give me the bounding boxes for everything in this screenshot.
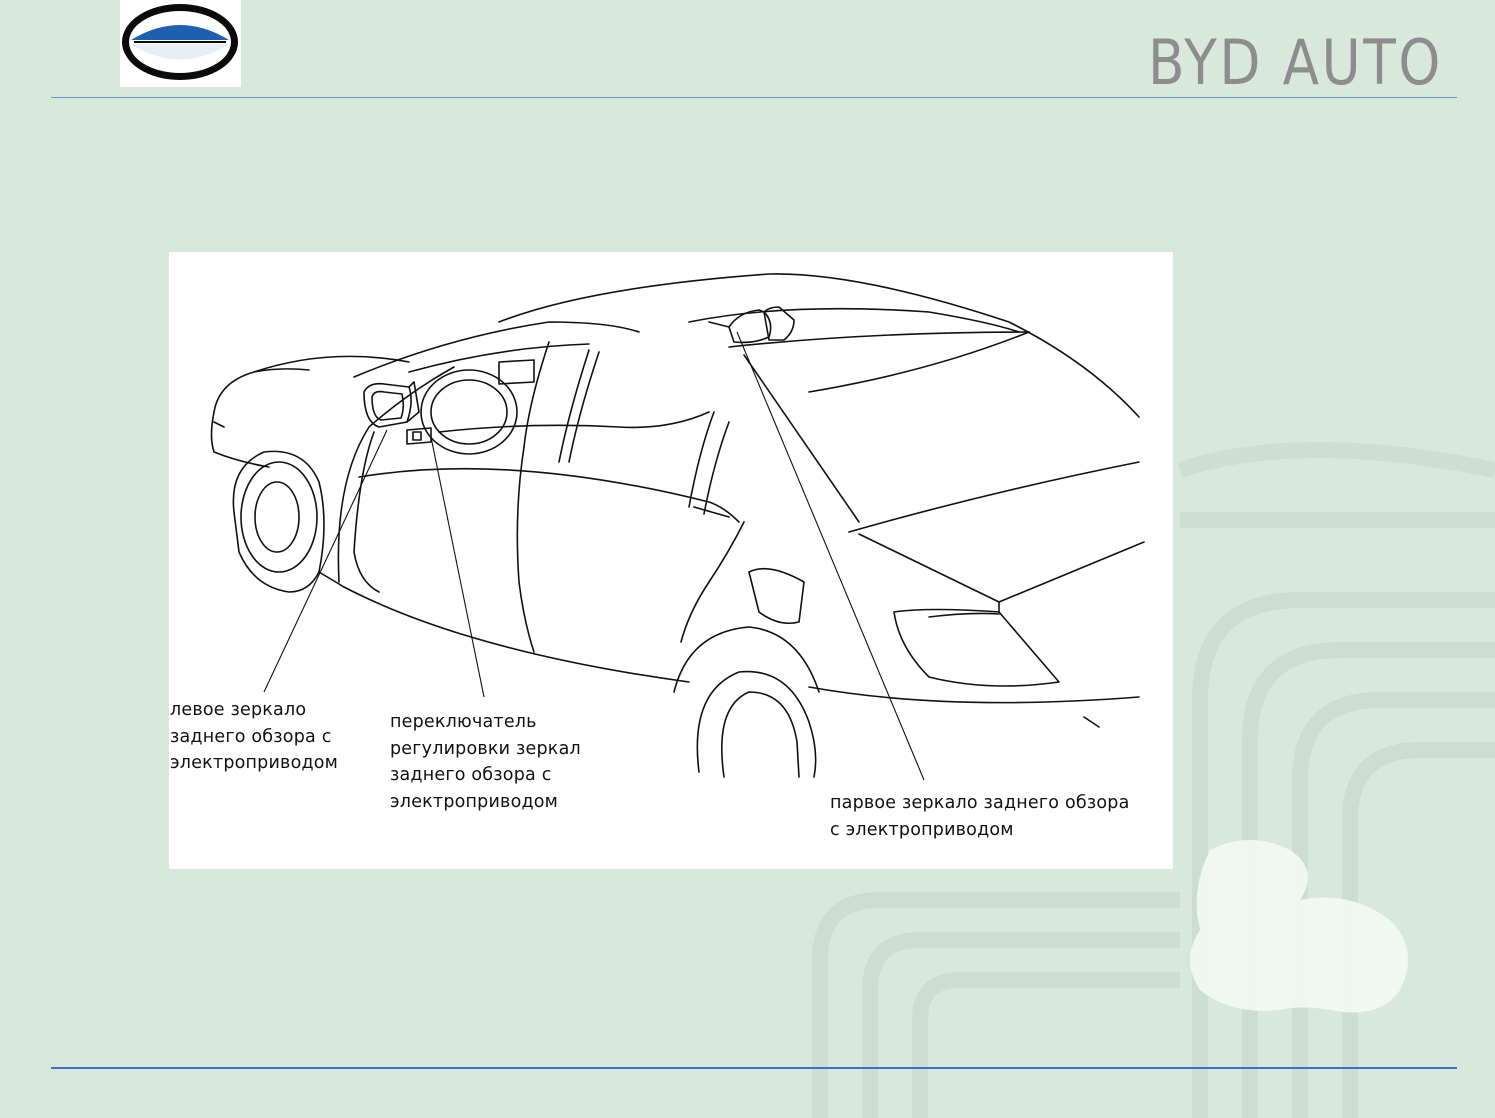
- brand-title: BYD AUTO: [1148, 26, 1443, 99]
- brand-logo: [120, 0, 241, 87]
- car-line-drawing: [210, 273, 1145, 781]
- dragon-watermark-icon: [1190, 840, 1408, 1013]
- diagram-panel: левое зеркало заднего обзора с электропр…: [169, 252, 1173, 869]
- callout-left-mirror: левое зеркало заднего обзора с электропр…: [170, 700, 339, 773]
- footer-divider: [51, 1067, 1457, 1069]
- leader-lines: [263, 331, 925, 781]
- byd-logo-icon: [122, 4, 238, 80]
- header-divider: [51, 97, 1457, 98]
- callout-mirror-switch: переключатель регулировки зеркал заднего…: [390, 712, 581, 812]
- callout-right-mirror: парвое зеркало заднего обзора с электроп…: [830, 793, 1130, 840]
